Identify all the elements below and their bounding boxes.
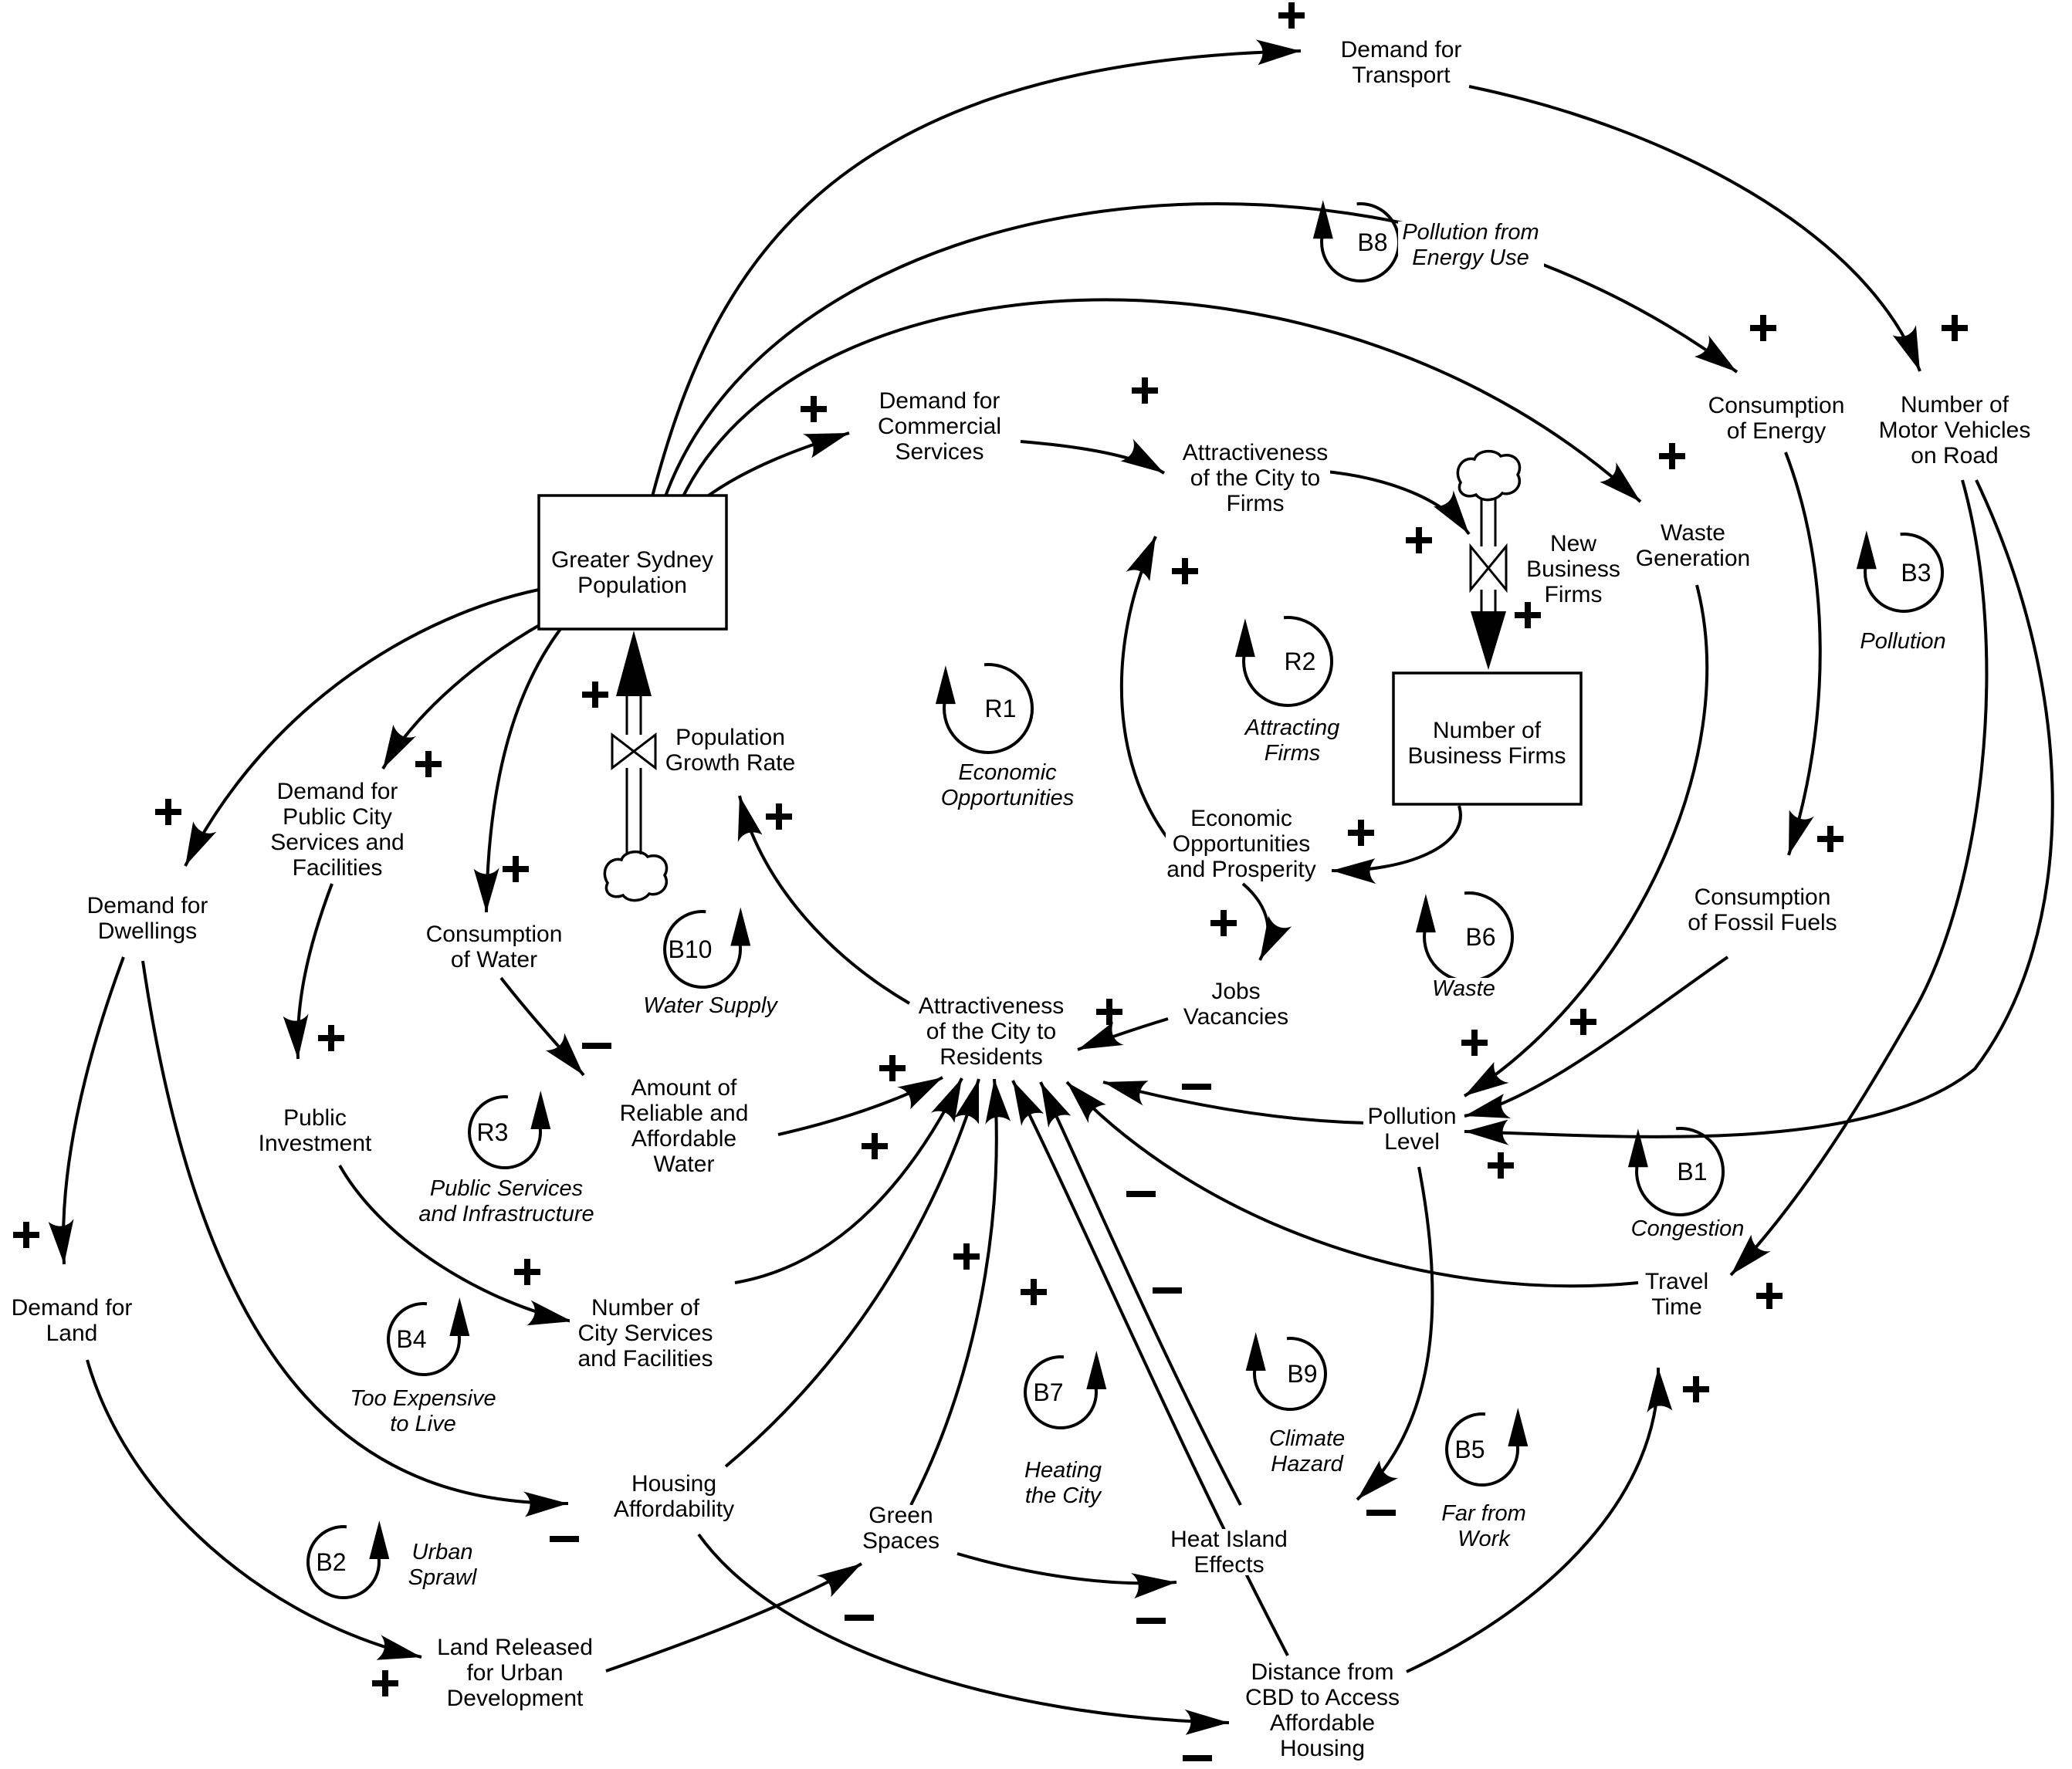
svg-text:B9: B9: [1287, 1360, 1317, 1388]
svg-text:Water Supply: Water Supply: [643, 993, 778, 1018]
svg-text:R2: R2: [1285, 648, 1316, 675]
svg-text:B5: B5: [1454, 1436, 1485, 1463]
svg-text:B10: B10: [669, 935, 713, 963]
svg-text:R1: R1: [985, 695, 1017, 722]
svg-text:B8: B8: [1357, 228, 1387, 256]
svg-text:B6: B6: [1465, 923, 1495, 951]
svg-text:Waste: Waste: [1432, 976, 1495, 1001]
svg-text:B7: B7: [1033, 1378, 1063, 1406]
svg-text:Pollution: Pollution: [1860, 629, 1945, 654]
svg-text:B2: B2: [316, 1548, 346, 1576]
svg-text:R3: R3: [477, 1118, 509, 1146]
svg-text:B1: B1: [1677, 1158, 1707, 1186]
svg-text:B4: B4: [396, 1325, 426, 1353]
svg-text:B3: B3: [1901, 559, 1931, 587]
svg-text:Congestion: Congestion: [1631, 1216, 1745, 1241]
